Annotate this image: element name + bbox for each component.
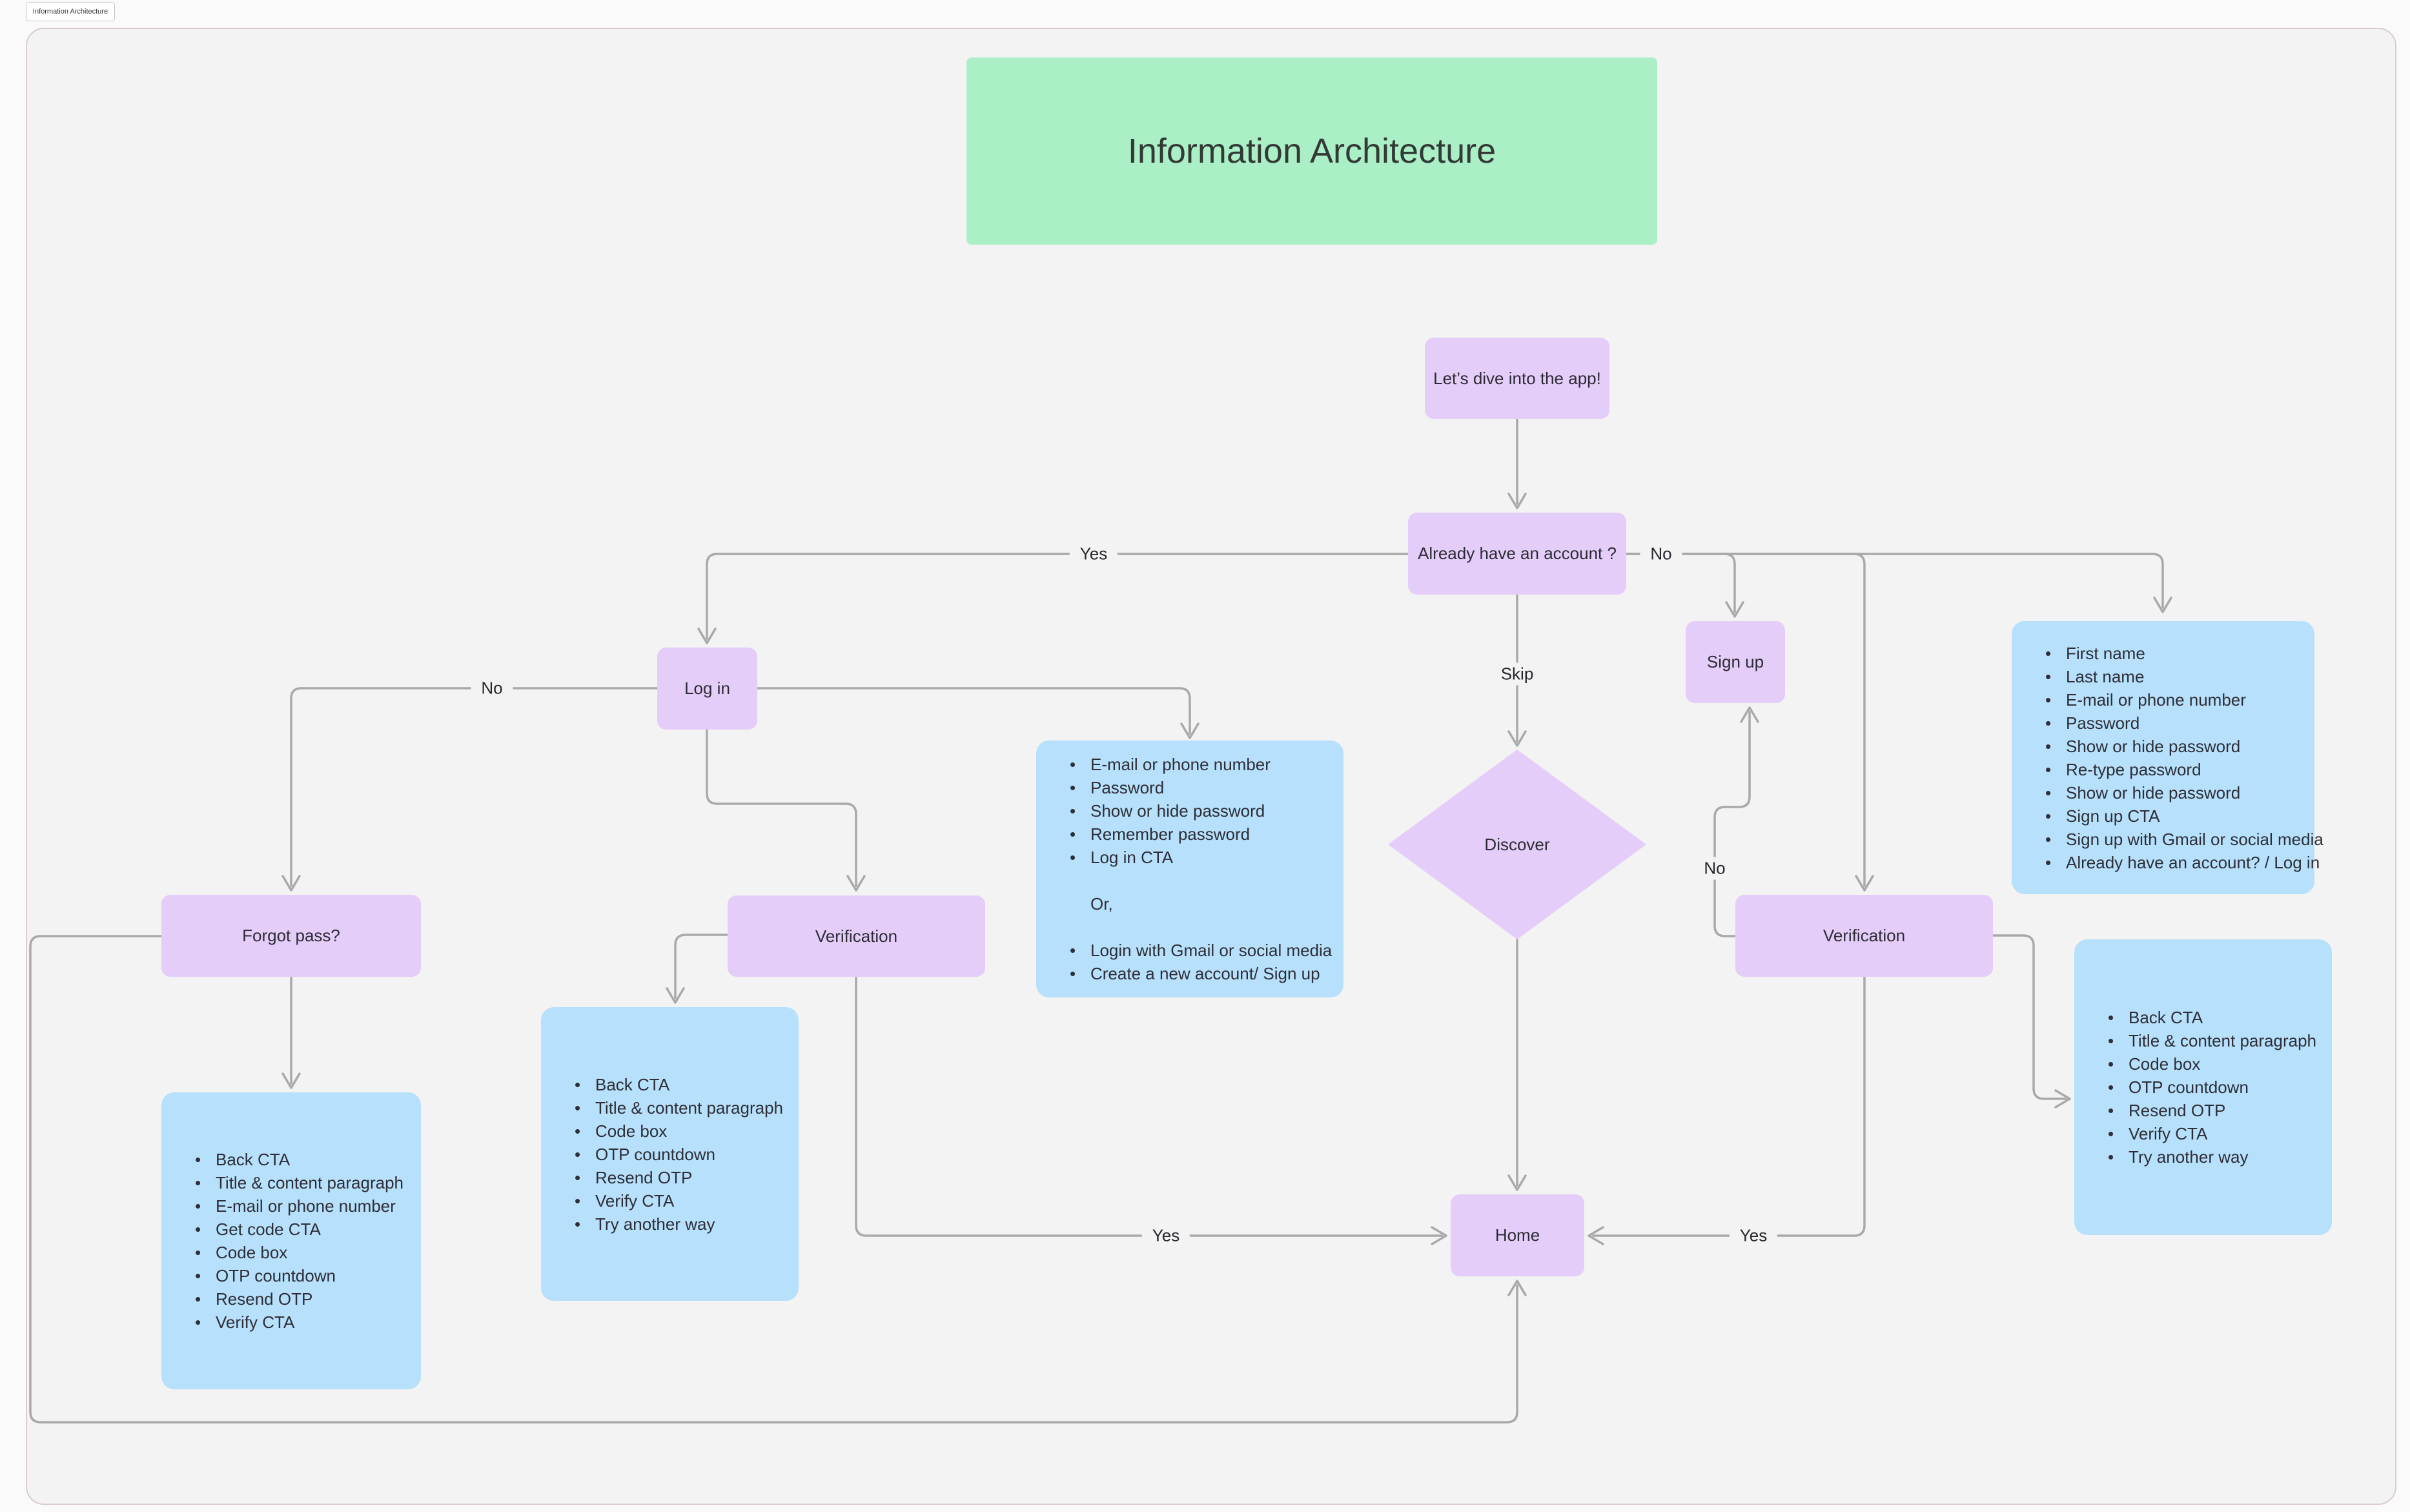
list-item: Last name	[2041, 665, 2302, 688]
diagram-title: Information Architecture	[1127, 132, 1496, 170]
node-lets-dive[interactable]: Let’s dive into the app!	[1425, 338, 1609, 419]
annotation-forgot-fields[interactable]: Back CTATitle & content paragraphE-mail …	[161, 1092, 421, 1389]
bullet-list: Back CTATitle & content paragraphCode bo…	[571, 1073, 786, 1236]
list-item: Show or hide password	[2041, 781, 2302, 804]
annotation-verification-fields-left[interactable]: Back CTATitle & content paragraphCode bo…	[541, 1007, 799, 1301]
list-item: Password	[1066, 776, 1331, 799]
list-item: Already have an account? / Log in	[2041, 851, 2320, 874]
edge-label-skip[interactable]: Skip	[1490, 662, 1544, 686]
list-item: Back CTA	[571, 1073, 786, 1096]
connector-discover-to-home	[1507, 938, 1527, 1191]
board-tab[interactable]: Information Architecture	[26, 2, 115, 21]
edge-label-no-verification[interactable]: No	[1693, 857, 1736, 880]
node-verification-right-label: Verification	[1823, 926, 1906, 945]
list-item: OTP countdown	[2104, 1076, 2319, 1099]
edge-label-no-signup[interactable]: No	[1640, 542, 1682, 566]
list-item: Title & content paragraph	[191, 1171, 408, 1194]
node-forgot-pass-label: Forgot pass?	[242, 926, 340, 945]
edge-label-yes-home-right[interactable]: Yes	[1729, 1224, 1778, 1247]
node-home-label: Home	[1495, 1225, 1540, 1245]
node-already-have-account[interactable]: Already have an account ?	[1408, 513, 1626, 595]
list-item: Show or hide password	[1066, 799, 1331, 822]
list-item: E-mail or phone number	[2041, 688, 2302, 711]
node-log-in-label: Log in	[684, 679, 730, 698]
list-item: Resend OTP	[571, 1166, 786, 1189]
list-item: Resend OTP	[2104, 1099, 2319, 1122]
node-home[interactable]: Home	[1451, 1194, 1584, 1276]
bullet-list: E-mail or phone numberPasswordShow or hi…	[1066, 753, 1331, 869]
connector-login-to-fields	[756, 687, 1200, 739]
node-already-label: Already have an account ?	[1418, 544, 1617, 563]
list-item: Title & content paragraph	[571, 1096, 786, 1119]
list-item: OTP countdown	[571, 1143, 786, 1166]
node-verification-left-label: Verification	[815, 926, 898, 946]
list-item: Show or hide password	[2041, 735, 2302, 758]
diagram-title-card[interactable]: Information Architecture	[966, 57, 1657, 245]
list-item: Try another way	[571, 1212, 786, 1236]
bullet-list: First nameLast nameE-mail or phone numbe…	[2041, 642, 2323, 874]
edge-label-yes-login[interactable]: Yes	[1069, 542, 1118, 566]
node-log-in[interactable]: Log in	[657, 648, 757, 730]
connector-yes-to-login	[697, 553, 1409, 644]
connector-start-to-already	[1507, 418, 1527, 509]
bullet-list: Back CTATitle & content paragraphE-mail …	[191, 1148, 408, 1334]
list-item: Verify CTA	[2104, 1122, 2319, 1145]
connector-no-to-forgot	[281, 687, 659, 892]
connector-yes-to-home-left	[855, 976, 1447, 1245]
annotation-verification-fields-right[interactable]: Back CTATitle & content paragraphCode bo…	[2074, 939, 2332, 1235]
list-item: Code box	[191, 1241, 408, 1264]
board-tab-label: Information Architecture	[32, 8, 108, 15]
list-item: Code box	[2104, 1052, 2319, 1076]
node-lets-dive-label: Let’s dive into the app!	[1433, 368, 1601, 388]
list-separator: Or,	[1090, 894, 1113, 914]
list-item: E-mail or phone number	[1066, 753, 1331, 776]
connector-to-signup-fields	[1625, 553, 2172, 613]
node-sign-up[interactable]: Sign up	[1686, 621, 1785, 703]
list-item: Code box	[571, 1119, 786, 1143]
bullet-list: Login with Gmail or social mediaCreate a…	[1066, 939, 1332, 985]
connector-login-to-verification	[706, 728, 866, 892]
list-item: Re-type password	[2041, 758, 2302, 781]
list-item: Resend OTP	[191, 1287, 408, 1311]
edge-label-no-forgot[interactable]: No	[471, 677, 513, 700]
annotation-signup-fields[interactable]: First nameLast nameE-mail or phone numbe…	[2012, 621, 2323, 894]
node-discover-label: Discover	[1484, 834, 1550, 854]
list-item: Back CTA	[2104, 1006, 2319, 1029]
node-verification-left[interactable]: Verification	[728, 895, 985, 977]
connector-verification-to-fields-left	[666, 934, 729, 1004]
connector-no-back-to-signup	[1713, 706, 1759, 937]
list-item: Get code CTA	[191, 1218, 408, 1241]
node-verification-right[interactable]: Verification	[1735, 895, 1993, 977]
list-item: Verify CTA	[191, 1311, 408, 1334]
connector-verification-to-fields-right	[1992, 934, 2071, 1108]
annotation-login-fields[interactable]: E-mail or phone numberPasswordShow or hi…	[1036, 741, 1343, 997]
list-item: Log in CTA	[1066, 846, 1331, 869]
list-item: OTP countdown	[191, 1264, 408, 1287]
list-item: E-mail or phone number	[191, 1194, 408, 1218]
list-item: Create a new account/ Sign up	[1066, 962, 1331, 985]
list-item: Try another way	[2104, 1145, 2319, 1169]
list-item: Password	[2041, 711, 2302, 735]
node-forgot-pass[interactable]: Forgot pass?	[161, 895, 421, 977]
connector-yes-to-home-right	[1588, 976, 1866, 1245]
bullet-list: Back CTATitle & content paragraphCode bo…	[2104, 1006, 2319, 1169]
connector-forgot-to-fields	[281, 976, 301, 1089]
connector-forgot-loop-to-home	[29, 935, 1527, 1424]
edge-label-yes-home-left[interactable]: Yes	[1141, 1224, 1190, 1247]
list-item: Sign up with Gmail or social media	[2041, 828, 2323, 851]
list-item: Title & content paragraph	[2104, 1029, 2319, 1052]
node-discover-decision[interactable]: Discover	[1388, 750, 1646, 939]
list-item: Back CTA	[191, 1148, 408, 1171]
node-sign-up-label: Sign up	[1706, 652, 1764, 671]
list-item: First name	[2041, 642, 2302, 665]
list-item: Login with Gmail or social media	[1066, 939, 1332, 962]
list-item: Remember password	[1066, 822, 1331, 846]
list-item: Verify CTA	[571, 1189, 786, 1212]
list-item: Sign up CTA	[2041, 804, 2302, 828]
